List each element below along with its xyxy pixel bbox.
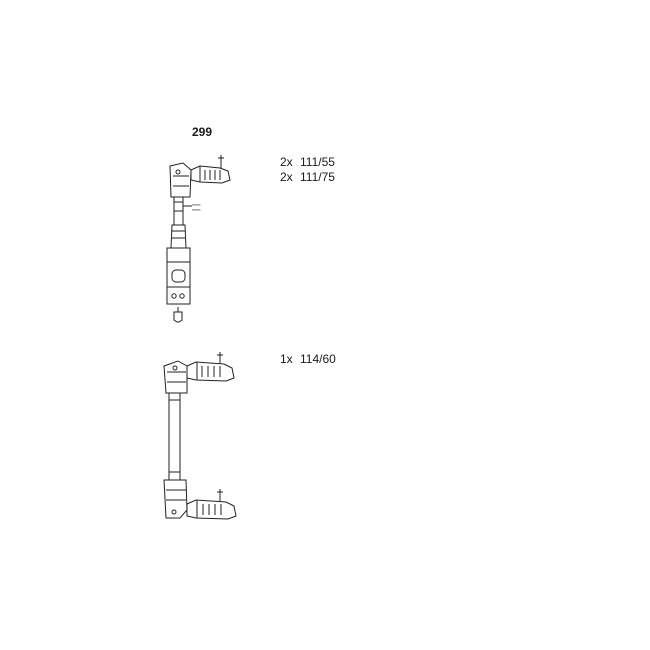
spec-qty: 1x: [280, 352, 293, 366]
distributor-connector: [166, 224, 191, 305]
cable-section-1: ═══ ═══: [173, 197, 202, 225]
spec-code: 111/75: [300, 170, 335, 184]
angled-plug-boot-upper: [163, 360, 188, 394]
angled-plug-boot-lower: [163, 479, 188, 519]
spec-code: 114/60: [300, 352, 336, 366]
spec-qty: 2x: [280, 155, 293, 169]
part-number-label: 299: [192, 125, 213, 139]
plug-terminal-upper: [186, 352, 235, 382]
ignition-cable-1-drawing: ═══ ═══: [166, 155, 231, 323]
spec-line-1: 2x 111/55: [280, 155, 335, 169]
cable-section-2: [168, 393, 181, 480]
plug-terminal-lower: [186, 489, 237, 520]
spec-qty: 2x: [280, 170, 293, 184]
terminal-clip: [173, 307, 183, 323]
spec-line-2: 2x 111/75: [280, 170, 335, 184]
svg-text:═══ ═══: ═══ ═══: [191, 202, 202, 212]
spec-code: 111/55: [300, 155, 335, 169]
spec-line-3: 1x 114/60: [280, 352, 336, 366]
plug-terminal-top: [190, 155, 231, 184]
angled-plug-boot-top: [169, 162, 192, 198]
ignition-cable-2-drawing: [163, 352, 237, 520]
